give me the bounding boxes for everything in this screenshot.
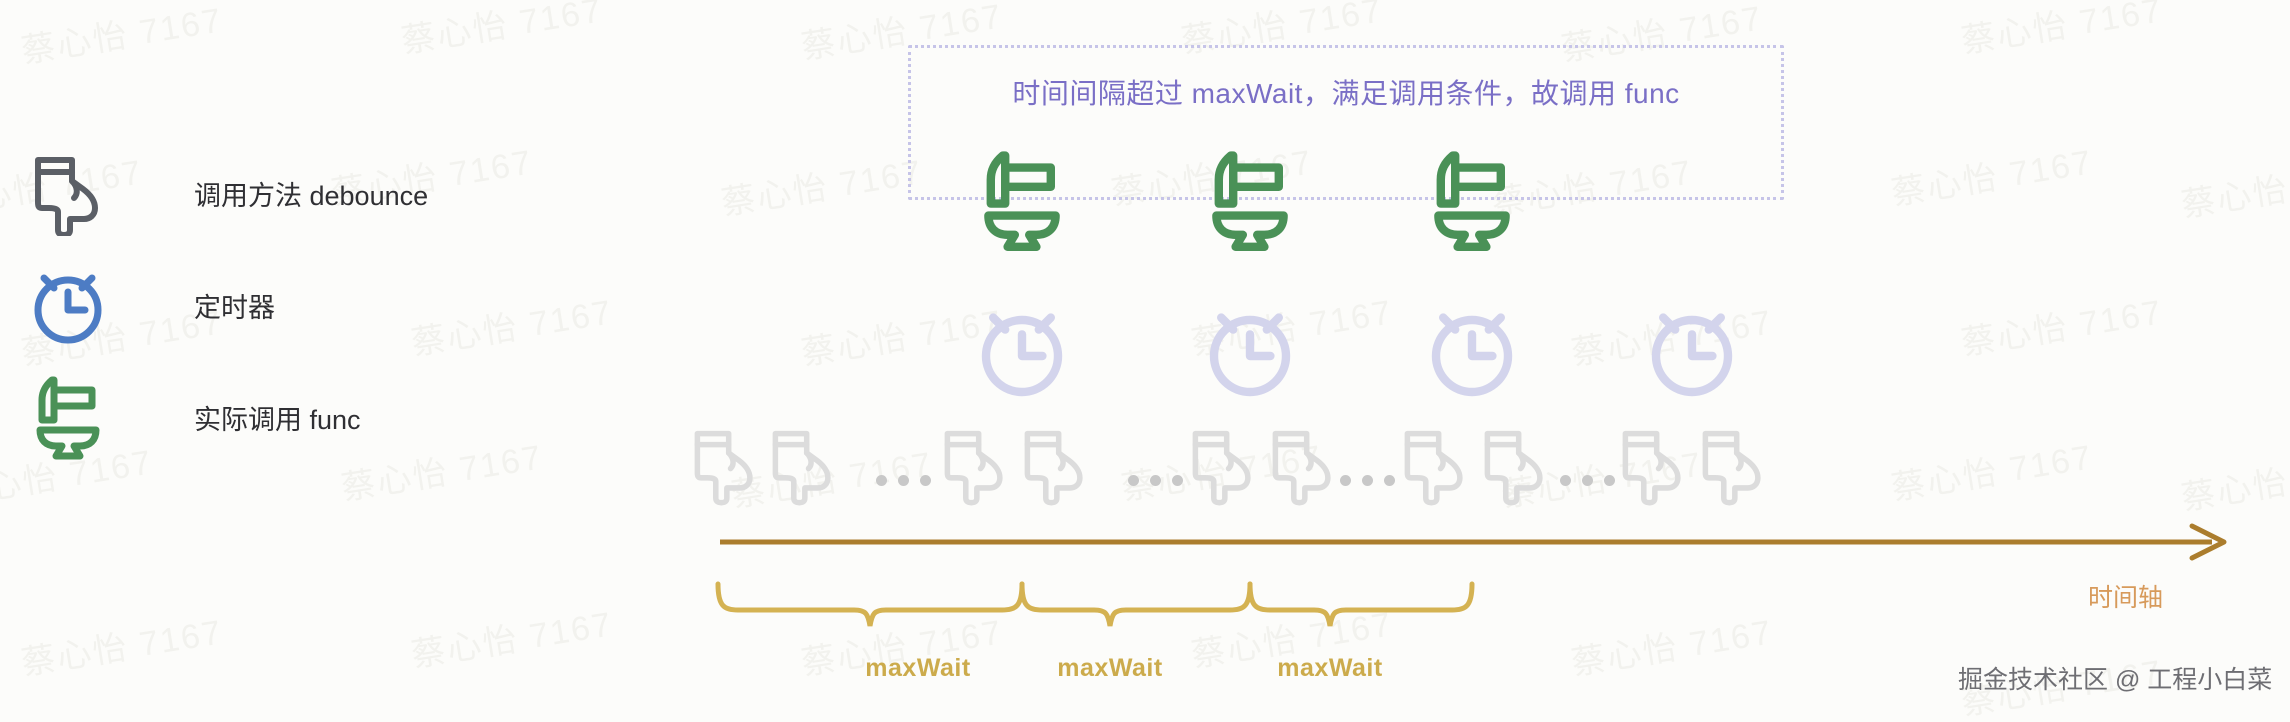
debounce-call-icon-9 (1618, 418, 1688, 515)
credit-text: 掘金技术社区 @ 工程小白菜 (1958, 666, 2273, 694)
watermark: 蔡心怡 7167 (1958, 293, 2166, 363)
func-call-icon-1 (974, 148, 1070, 257)
watermark: 蔡心怡 7167 (398, 0, 606, 61)
debounce-call-icon-7 (1400, 418, 1470, 515)
debounce-call-icon-2 (768, 418, 838, 515)
alarm-clock-icon (20, 262, 116, 348)
maxwait-label-1: maxWait (865, 654, 971, 682)
time-axis-label: 时间轴 (2088, 584, 2164, 612)
legend-label-timer: 定时器 (194, 292, 275, 323)
ellipsis-1 (876, 475, 931, 486)
ellipsis-3 (1340, 475, 1395, 486)
watermark: 蔡心怡 7167 (338, 438, 546, 508)
timer-icon-1 (974, 298, 1070, 407)
watermark: 蔡心怡 7167 (18, 613, 226, 683)
watermark: 蔡心怡 7167 (2178, 448, 2290, 518)
callout-box (908, 45, 1784, 200)
watermark: 蔡心怡 7167 (1888, 438, 2096, 508)
watermark: 蔡心怡 7167 (18, 1, 226, 71)
callout-text: 时间间隔超过 maxWait，满足调用条件，故调用 func (1012, 78, 1680, 109)
watermark: 蔡心怡 7167 (1888, 143, 2096, 213)
ellipsis-4 (1560, 475, 1615, 486)
legend-item-timer: 定时器 (20, 262, 275, 348)
debounce-call-icon-3 (940, 418, 1010, 515)
pointing-hand-icon (20, 150, 116, 236)
time-axis-arrow (720, 523, 2227, 561)
legend-item-func: 实际调用 func (20, 374, 361, 460)
debounce-call-icon-10 (1698, 418, 1768, 515)
debounce-call-icon-8 (1480, 418, 1550, 515)
debounce-call-icon-5 (1188, 418, 1258, 515)
watermark: 蔡心怡 7167 (408, 605, 616, 675)
timer-icon-4 (1644, 298, 1740, 407)
func-call-icon-3 (1424, 148, 1520, 257)
legend-label-debounce: 调用方法 debounce (194, 180, 429, 211)
debounce-call-icon-4 (1020, 418, 1090, 515)
maxwait-label-2: maxWait (1057, 654, 1163, 682)
maxwait-label-3: maxWait (1277, 654, 1383, 682)
watermark: 蔡心怡 7167 (2178, 155, 2290, 225)
timer-icon-2 (1202, 298, 1298, 407)
ellipsis-2 (1128, 475, 1183, 486)
debounce-call-icon-1 (690, 418, 760, 515)
debounce-call-icon-6 (1268, 418, 1338, 515)
legend-item-debounce: 调用方法 debounce (20, 150, 428, 236)
func-call-icon-2 (1202, 148, 1298, 257)
legend-label-func: 实际调用 func (194, 404, 361, 435)
watermark: 蔡心怡 7167 (718, 153, 926, 223)
watermark: 蔡心怡 7167 (1958, 0, 2166, 61)
maxwait-braces (715, 581, 1475, 627)
watermark: 蔡心怡 7167 (408, 293, 616, 363)
hammer-anvil-icon (20, 374, 116, 460)
timer-icon-3 (1424, 298, 1520, 407)
